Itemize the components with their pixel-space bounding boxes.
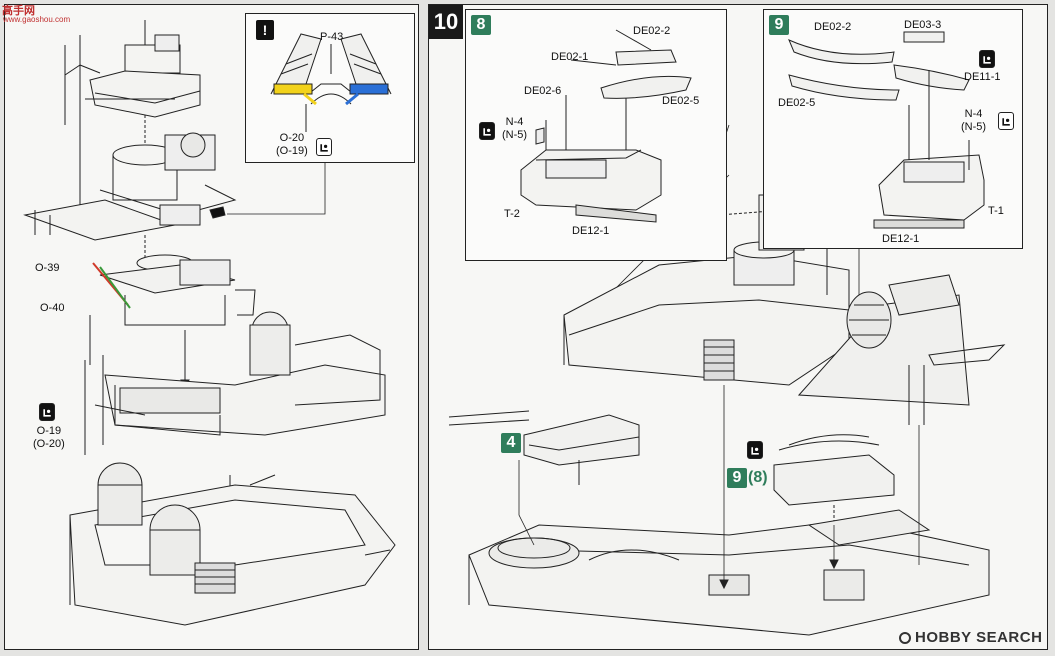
- label-o40: O-40: [40, 302, 65, 314]
- label-de02-5: DE02-5: [778, 97, 816, 109]
- label-t2: T-2: [504, 208, 520, 220]
- cut-part-icon-glyph: [750, 446, 759, 455]
- label-o39: O-39: [35, 262, 60, 274]
- label-de02-2: DE02-2: [814, 21, 852, 33]
- ref-badge-9: 9: [727, 468, 747, 488]
- subassembly-badge-8: 8: [471, 15, 491, 35]
- callout-detail-drawing: [270, 33, 392, 132]
- right-assembly-panel: 10: [428, 4, 1048, 650]
- subassembly-callout-9: 9 DE02-2 DE03-3 DE11-1 DE02-5 N-4 (N-5) …: [763, 9, 1023, 249]
- watermark-url: www.gaoshou.com: [3, 15, 71, 24]
- ref-badge-8-paren: (8): [748, 469, 768, 486]
- label-n4-n5: N-4 (N-5): [502, 116, 528, 142]
- detail-callout-p43: ! P-43 O-20 (O-19): [245, 13, 415, 163]
- callout-8-drawing: [520, 29, 692, 223]
- left-assembly-panel: ! P-43 O-20 (O-19) O-39 O-40 O-19 (O-20): [4, 4, 419, 650]
- cut-part-icon: [316, 138, 332, 156]
- logo-text: HOBBY SEARCH: [915, 629, 1043, 646]
- label-n4-n5: N-4 (N-5): [961, 108, 987, 134]
- cut-part-icon-glyph: [42, 408, 51, 417]
- label-o19-o20: O-19 (O-20): [33, 425, 65, 451]
- warning-icon: !: [256, 20, 274, 40]
- logo-mark-icon: [899, 631, 911, 644]
- cut-part-icon: [747, 441, 763, 459]
- label-de02-2: DE02-2: [633, 25, 671, 37]
- ref-badge-9-8: 9 (8): [727, 467, 768, 489]
- ref-badge-4: 4: [501, 433, 521, 453]
- left-assembly-drawing: [23, 20, 396, 626]
- label-t1: T-1: [988, 205, 1004, 217]
- subassembly-badge-9: 9: [769, 15, 789, 35]
- label-de02-6: DE02-6: [524, 85, 562, 97]
- cut-part-icon-glyph: [1001, 117, 1010, 126]
- cut-part-icon: [479, 122, 495, 140]
- label-o20-o19: O-20 (O-19): [276, 132, 308, 158]
- watermark-title: 高手网: [2, 5, 35, 17]
- subassembly-callout-8: 8 DE02-2 DE02-1 DE02-6 DE02-5 N-4 (N-5) …: [465, 9, 727, 261]
- cut-part-icon-glyph: [319, 143, 328, 152]
- callout-9-drawing: [788, 31, 985, 229]
- cut-part-icon-glyph: [982, 55, 991, 64]
- label-de02-5: DE02-5: [662, 95, 700, 107]
- label-de02-1: DE02-1: [551, 51, 589, 63]
- cut-part-icon: [39, 403, 55, 421]
- watermark: 高手网 www.gaoshou.com: [2, 2, 82, 28]
- label-p43: P-43: [320, 31, 344, 43]
- cut-part-icon: [998, 112, 1014, 130]
- label-de12-1: DE12-1: [882, 233, 920, 245]
- cut-part-icon-glyph: [482, 127, 491, 136]
- label-de11-1: DE11-1: [964, 71, 1001, 83]
- label-de12-1: DE12-1: [572, 225, 610, 237]
- cut-part-icon: [979, 50, 995, 68]
- step-number: 10: [429, 5, 463, 39]
- label-de03-3: DE03-3: [904, 19, 942, 31]
- right-assembly-drawing: [448, 112, 1006, 636]
- hobby-search-logo: HOBBY SEARCH: [899, 629, 1042, 646]
